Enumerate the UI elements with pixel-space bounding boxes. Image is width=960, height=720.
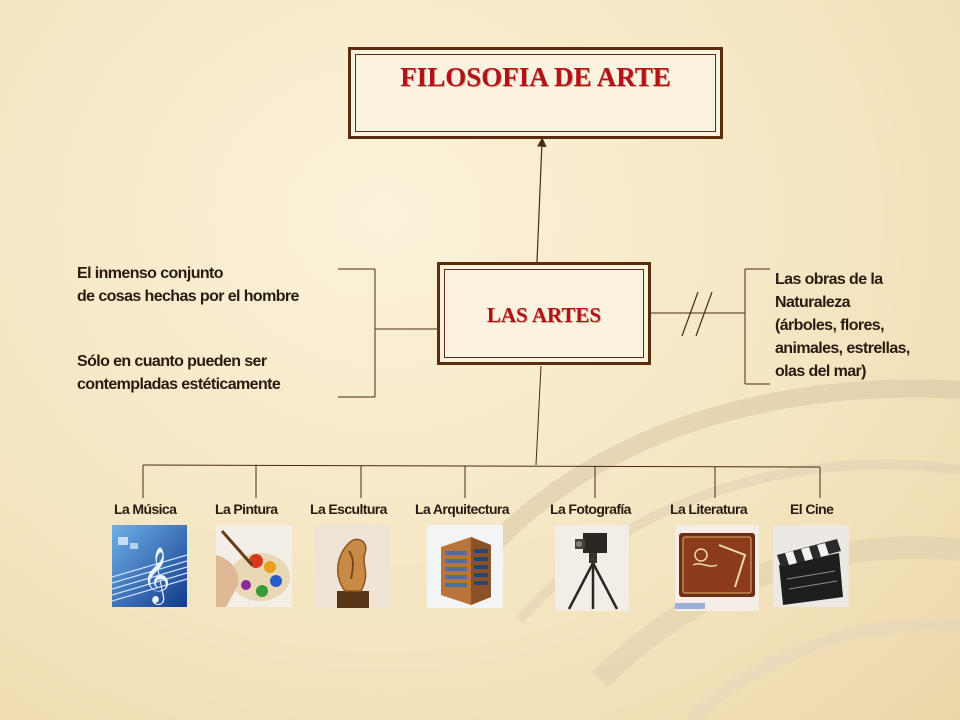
center-box: LAS ARTES xyxy=(437,262,651,365)
title-text: FILOSOFIA DE ARTE xyxy=(400,62,671,92)
painting-palette-icon xyxy=(216,525,292,607)
art-label-cinema: El Cine xyxy=(790,501,834,517)
right-note-line: Las obras de la xyxy=(775,271,883,288)
art-label-literature: La Literatura xyxy=(670,501,748,517)
right-note-nature: Las obras de la Naturaleza (árboles, flo… xyxy=(775,268,910,383)
right-note-line: (árboles, flores, xyxy=(775,317,885,334)
clapperboard-icon xyxy=(773,525,849,607)
left-note-line: de cosas hechas por el hombre xyxy=(77,288,299,305)
left-note-condition: Sólo en cuanto pueden ser contempladas e… xyxy=(77,350,281,396)
building-icon xyxy=(427,525,503,608)
title-box: FILOSOFIA DE ARTE xyxy=(348,47,723,139)
art-label-sculpture: La Escultura xyxy=(310,501,387,517)
art-label-architecture: La Arquitectura xyxy=(415,501,510,517)
center-text: LAS ARTES xyxy=(486,303,602,327)
art-label-music: La Música xyxy=(114,501,177,517)
right-note-line: olas del mar) xyxy=(775,363,867,380)
left-note-line: Sólo en cuanto pueden ser xyxy=(77,353,267,370)
right-note-line: Naturaleza xyxy=(775,294,851,311)
art-label-photography: La Fotografía xyxy=(550,501,631,517)
book-icon xyxy=(675,525,759,611)
left-note-definition: El inmenso conjunto de cosas hechas por … xyxy=(77,262,299,308)
sculpture-icon xyxy=(315,525,390,608)
right-note-line: animales, estrellas, xyxy=(775,340,910,357)
left-note-line: El inmenso conjunto xyxy=(77,265,224,282)
art-label-painting: La Pintura xyxy=(215,501,278,517)
camera-icon xyxy=(555,525,629,611)
svg-text:𝄞: 𝄞 xyxy=(142,547,170,605)
left-note-line: contempladas estéticamente xyxy=(77,376,281,393)
music-clef-icon: 𝄞 xyxy=(112,525,187,607)
